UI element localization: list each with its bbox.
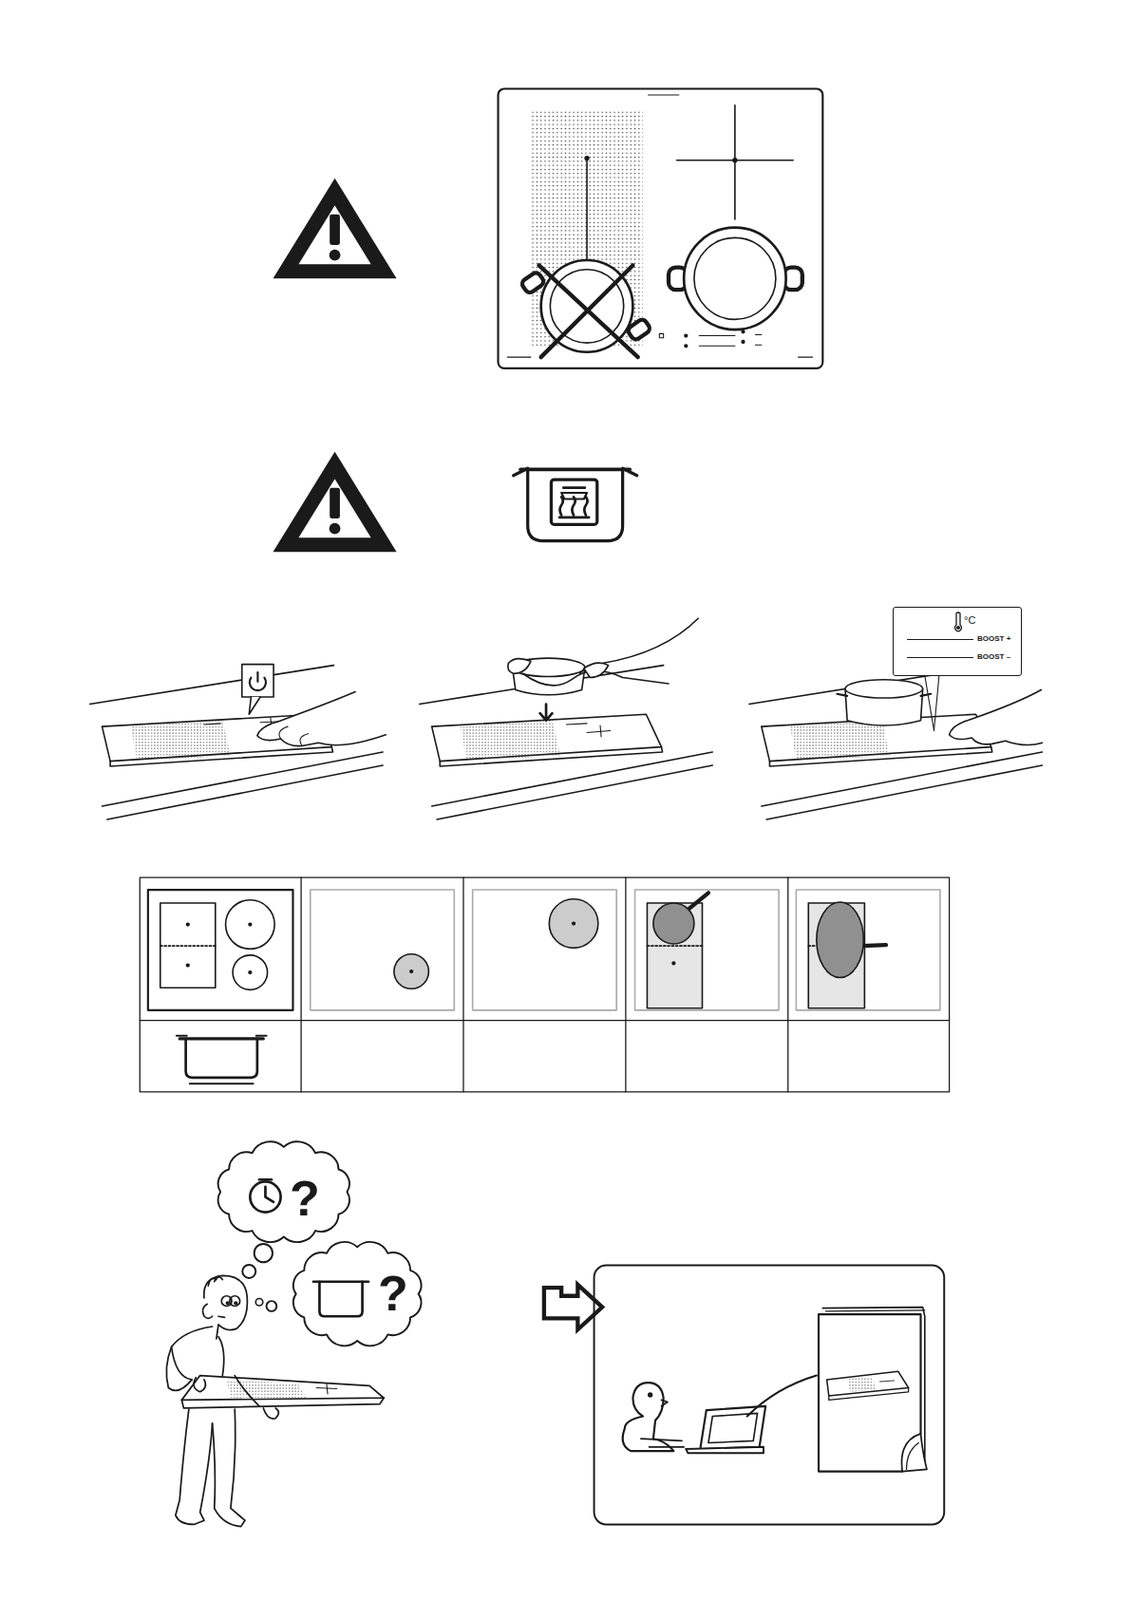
warning-sign	[285, 465, 384, 546]
step-select-level	[749, 665, 1042, 820]
thought-bubbles	[218, 1141, 422, 1346]
callout-text: BOOST –	[977, 652, 1011, 662]
induction-pot-icon	[513, 468, 638, 541]
level-line	[906, 657, 974, 659]
confused-man	[166, 1275, 384, 1527]
callout-box: °CBOOST + BOOST –	[892, 606, 1022, 677]
pan-size-table	[139, 877, 949, 1093]
step-place-pot	[419, 618, 713, 820]
level-line	[906, 639, 974, 641]
question-mark: ?	[377, 1268, 409, 1319]
cooktop-top-view	[498, 88, 824, 368]
step-switch-on	[90, 664, 387, 820]
thermometer-icon	[952, 611, 964, 633]
question-mark: ?	[289, 1173, 321, 1224]
thought-cloud	[293, 1242, 422, 1346]
thought-cloud	[218, 1141, 350, 1243]
warning-sign	[285, 191, 384, 272]
see-manual-panel	[544, 1265, 944, 1526]
callout-text: BOOST +	[977, 634, 1011, 644]
callout-text: °C	[963, 614, 976, 627]
